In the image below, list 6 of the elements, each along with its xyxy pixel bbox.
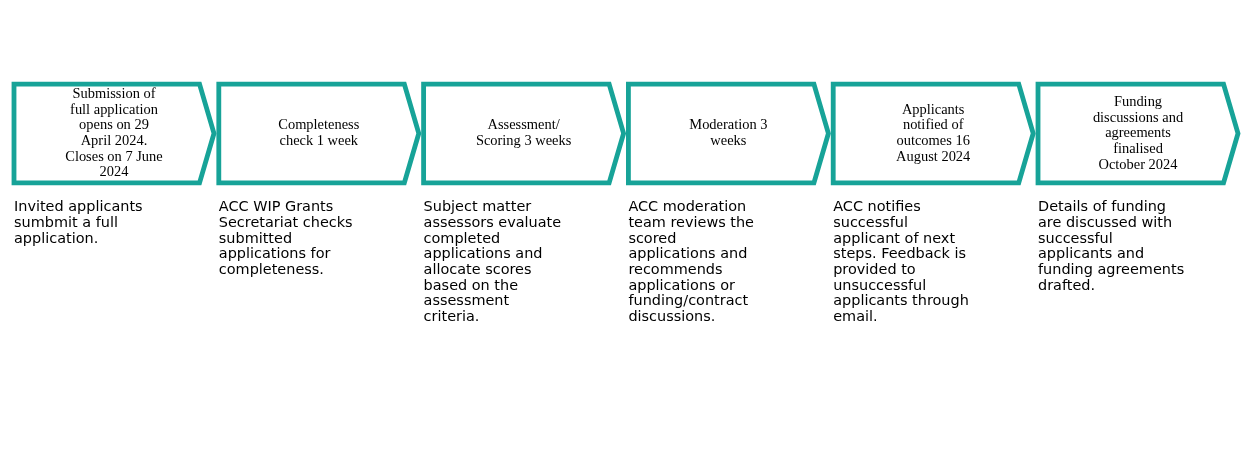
node-label: ACC WIP Grants Secretariat checks submitted applications for completeness. — [218, 198, 353, 277]
node-label: Subject matter assessors evaluate completed applications and allocate scores based on the assessment criteria. — [423, 198, 562, 324]
node-label: ACC notifies successful applicant of next steps. Feedback is provided to unsuccessful applicants through email. — [833, 198, 969, 324]
node-label: Invited applicants sumbmit a full application. — [14, 198, 143, 246]
node-label: ACC moderation team reviews the scored applications and recommends applications or funding/contract discussions. — [628, 198, 755, 324]
node-label: Details of funding are discussed with successful applicants and funding agreements drafted. — [1038, 198, 1185, 293]
